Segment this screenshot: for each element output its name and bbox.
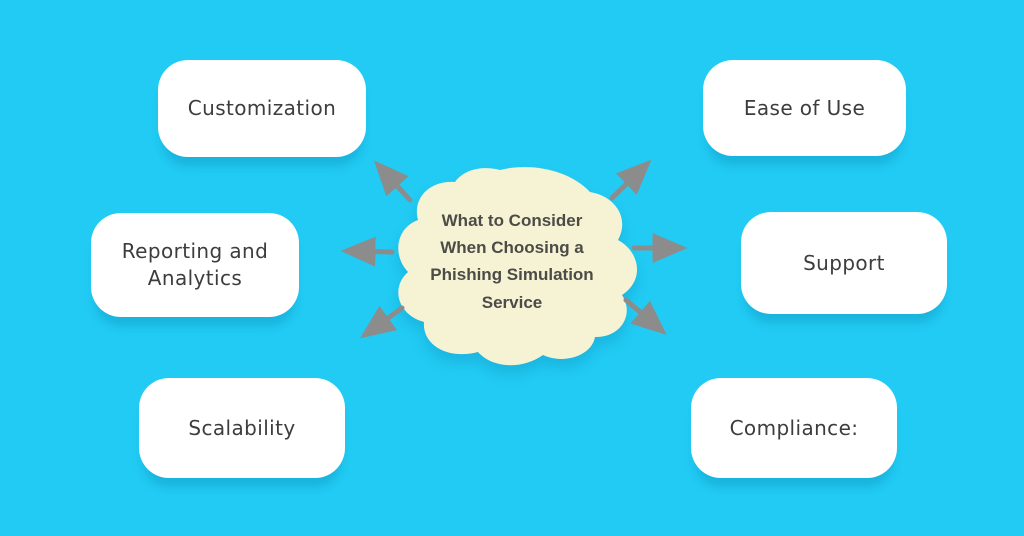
arrow-left-icon	[340, 236, 395, 267]
arrow-down-right-icon	[623, 297, 667, 335]
node-support: Support	[741, 212, 947, 314]
node-ease-of-use: Ease of Use	[703, 60, 906, 156]
node-label: Reporting and Analytics	[121, 239, 269, 290]
node-label: Scalability	[188, 415, 296, 440]
node-label: Ease of Use	[743, 95, 866, 120]
center-title-line: When Choosing a	[440, 238, 584, 258]
node-customization: Customization	[158, 60, 366, 157]
node-scalability: Scalability	[139, 378, 345, 478]
node-compliance: Compliance:	[691, 378, 897, 478]
arrow-up-left-icon	[373, 160, 413, 203]
center-title-line: What to Consider	[441, 211, 583, 230]
node-reporting-and-analytics: Reporting and Analytics	[91, 213, 299, 317]
arrow-up-right-icon	[609, 159, 652, 201]
center-blob-shape	[398, 166, 638, 366]
arrow-down-left-icon	[359, 305, 405, 339]
node-label: Compliance:	[729, 415, 859, 440]
node-label: Support	[803, 250, 885, 275]
center-title: What to Consider When Choosing a Phishin…	[417, 207, 607, 316]
center-title-line: Service	[481, 292, 543, 312]
center-title-line: Phishing Simulation	[430, 265, 594, 285]
node-label: Customization	[187, 96, 337, 120]
